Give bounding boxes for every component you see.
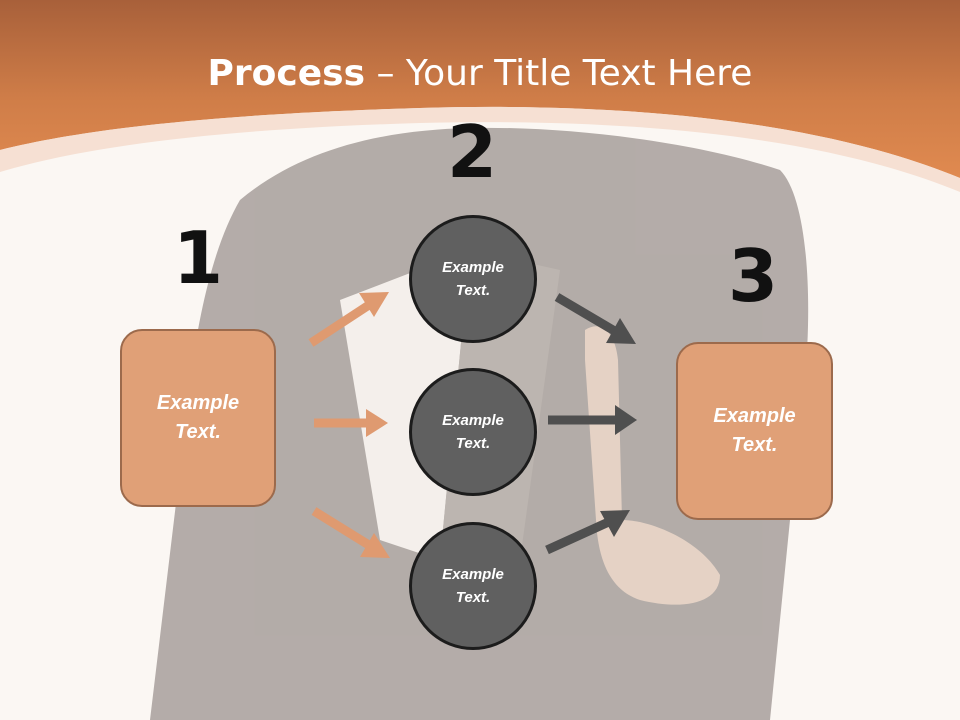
circle-bottom-text: Example Text. <box>442 566 504 606</box>
step-2-circle-middle: Example Text. <box>409 368 537 496</box>
circle-top-text: Example Text. <box>442 259 504 299</box>
step-3-box: Example Text. <box>676 342 833 520</box>
arrow-top-to-3 <box>554 293 636 344</box>
step-1-box: Example Text. <box>120 329 276 507</box>
arrow-1-to-bottom <box>311 507 390 558</box>
step-3-text: Example Text. <box>713 405 796 456</box>
title-rest: – Your Title Text Here <box>365 53 753 94</box>
arrow-1-to-top <box>308 292 389 347</box>
step-number-2: 2 <box>446 110 498 194</box>
step-2-circle-top: Example Text. <box>409 215 537 343</box>
step-number-1: 1 <box>172 216 224 300</box>
arrow-middle-to-3 <box>548 405 637 435</box>
arrow-bottom-to-3 <box>545 510 630 555</box>
title-bold: Process <box>207 53 366 94</box>
arrow-1-to-middle <box>314 409 388 437</box>
step-1-text: Example Text. <box>156 392 240 443</box>
step-number-3: 3 <box>727 234 779 318</box>
circle-middle-text: Example Text. <box>442 412 504 452</box>
slide-title: Process – Your Title Text Here <box>0 52 960 96</box>
step-2-circle-bottom: Example Text. <box>409 522 537 650</box>
